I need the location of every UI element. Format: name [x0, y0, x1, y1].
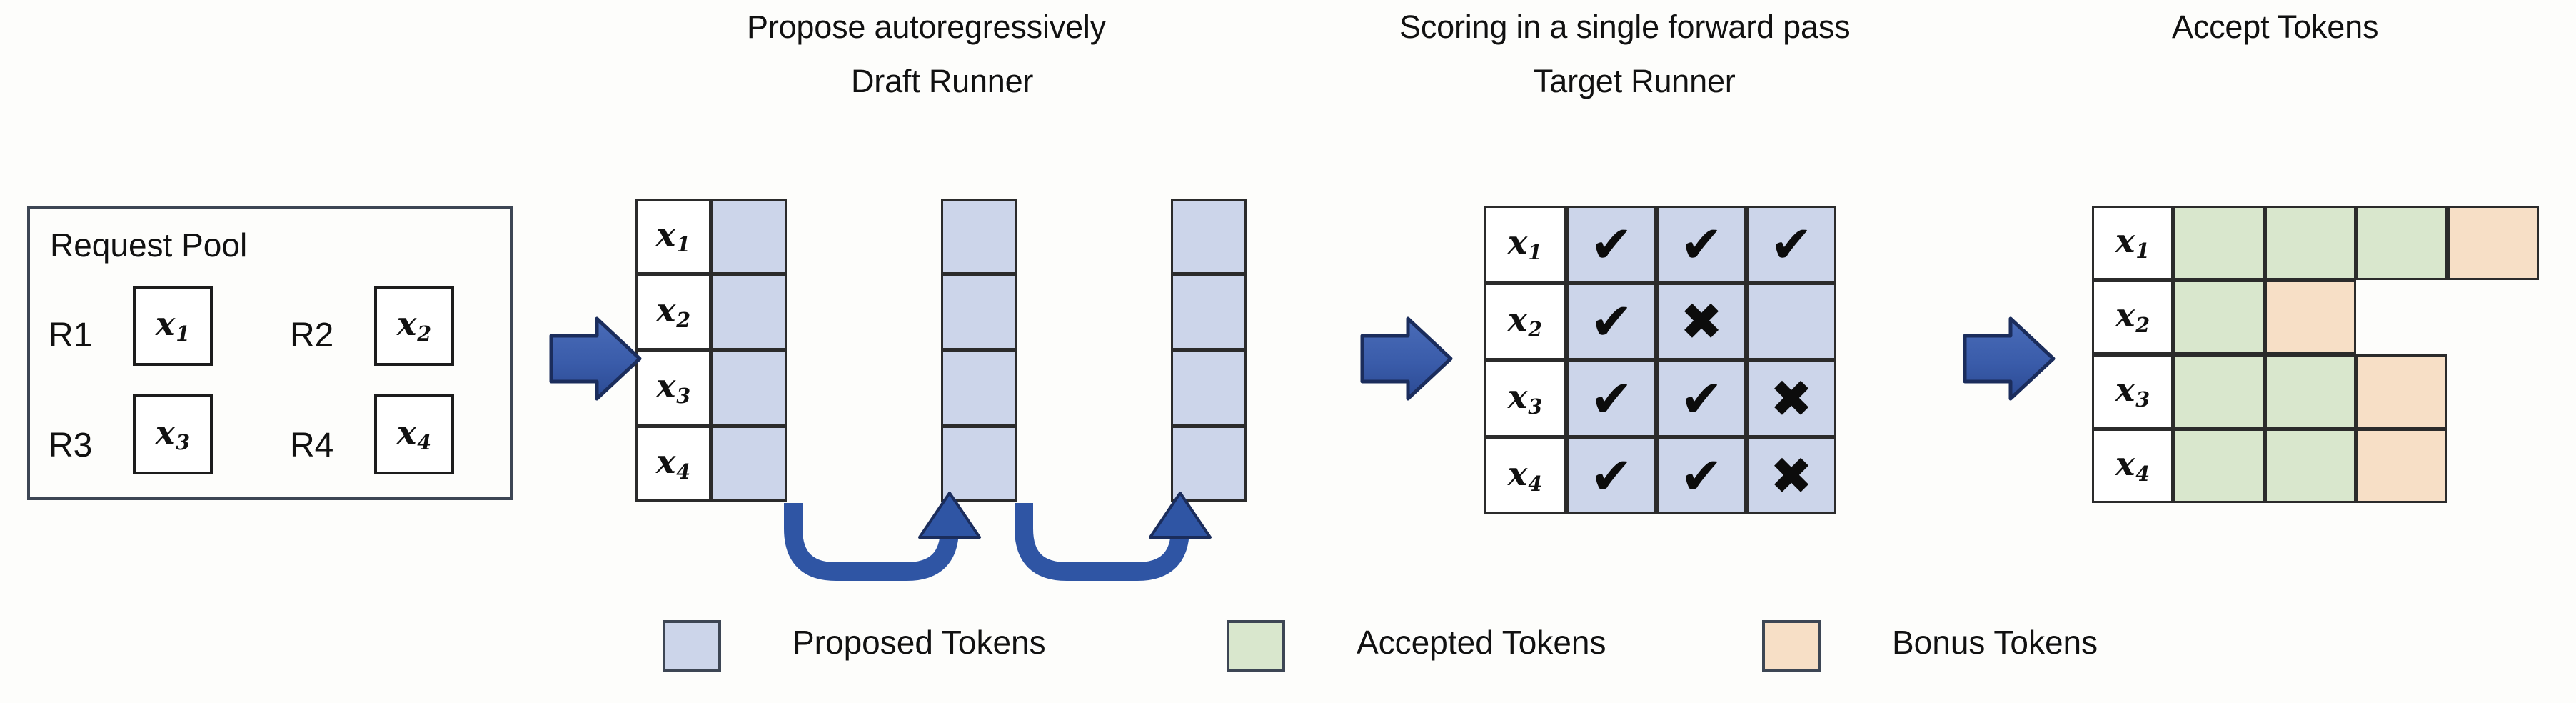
accept-cell-r2-c2-bonus — [2265, 280, 2356, 354]
draft-cell-s1-r2 — [711, 274, 787, 350]
accept-cell-r1-c2 — [2265, 206, 2356, 280]
draft-cell-s2-r1 — [941, 199, 1017, 274]
accept-cell-r1-c3 — [2356, 206, 2447, 280]
draft-row-label-x2: x2 — [635, 274, 711, 350]
heading-accept-tokens: Accept Tokens — [2172, 9, 2379, 45]
accept-row-label-x3: x3 — [2092, 354, 2173, 429]
heading-target-runner: Target Runner — [1534, 63, 1736, 99]
target-cell-r1-c2: ✔ — [1656, 206, 1746, 283]
autoregressive-loop-arrow-2 — [1015, 492, 1212, 581]
request-token-box-r1: x1 — [133, 286, 213, 366]
target-cell-r3-c1: ✔ — [1566, 360, 1656, 437]
target-cell-r2-c2: ✖ — [1656, 283, 1746, 360]
draft-cell-s2-r2 — [941, 274, 1017, 350]
draft-row-label-x1: x1 — [635, 199, 711, 274]
check-icon: ✔ — [1679, 369, 1724, 429]
accept-cell-r3-c1 — [2173, 354, 2265, 429]
accept-row-label-x2: x2 — [2092, 280, 2173, 354]
legend-label-accepted: Accepted Tokens — [1357, 624, 1606, 661]
target-cell-r2-c3 — [1746, 283, 1836, 360]
check-icon: ✔ — [1679, 446, 1724, 506]
target-cell-r1-c3: ✔ — [1746, 206, 1836, 283]
accept-cell-r4-c2 — [2265, 429, 2356, 503]
draft-cell-s1-r3 — [711, 350, 787, 426]
check-icon: ✔ — [1589, 369, 1634, 429]
flow-arrow-3 — [1963, 316, 2056, 401]
target-row-label-x3: x3 — [1484, 360, 1566, 437]
target-cell-r4-c2: ✔ — [1656, 437, 1746, 514]
target-cell-r1-c1: ✔ — [1566, 206, 1656, 283]
draft-cell-s3-r3 — [1171, 350, 1247, 426]
token-x4: x4 — [396, 413, 432, 455]
draft-cell-s3-r2 — [1171, 274, 1247, 350]
token-x3: x3 — [155, 413, 191, 455]
accept-cell-r2-c1 — [2173, 280, 2265, 354]
token-x2: x2 — [396, 304, 432, 346]
draft-cell-s3-r4 — [1171, 426, 1247, 502]
draft-row-label-x3: x3 — [635, 350, 711, 426]
heading-draft-runner: Draft Runner — [851, 63, 1034, 99]
draft-cell-s2-r4 — [941, 426, 1017, 502]
check-icon: ✔ — [1589, 446, 1634, 506]
request-label-r1: R1 — [49, 316, 93, 354]
cross-icon: ✖ — [1679, 291, 1724, 352]
accept-row-label-x1: x1 — [2092, 206, 2173, 280]
token-x1: x1 — [155, 304, 191, 346]
target-row-label-x1: x1 — [1484, 206, 1566, 283]
cross-icon: ✖ — [1769, 369, 1813, 429]
request-token-box-r4: x4 — [374, 394, 454, 474]
legend-label-bonus: Bonus Tokens — [1892, 624, 2098, 661]
target-cell-r3-c2: ✔ — [1656, 360, 1746, 437]
target-row-label-x4: x4 — [1484, 437, 1566, 514]
draft-row-label-x4: x4 — [635, 426, 711, 502]
request-token-box-r2: x2 — [374, 286, 454, 366]
request-token-box-r3: x3 — [133, 394, 213, 474]
request-pool-title: Request Pool — [50, 226, 248, 264]
check-icon: ✔ — [1589, 291, 1634, 352]
draft-cell-s1-r1 — [711, 199, 787, 274]
target-cell-r3-c3: ✖ — [1746, 360, 1836, 437]
accept-cell-r4-c1 — [2173, 429, 2265, 503]
accept-cell-r1-c4-bonus — [2447, 206, 2539, 280]
target-cell-r2-c1: ✔ — [1566, 283, 1656, 360]
draft-cell-s2-r3 — [941, 350, 1017, 426]
draft-cell-s1-r4 — [711, 426, 787, 502]
legend-label-proposed: Proposed Tokens — [793, 624, 1046, 661]
accept-cell-r3-c3-bonus — [2356, 354, 2447, 429]
target-cell-r4-c3: ✖ — [1746, 437, 1836, 514]
request-label-r2: R2 — [290, 316, 334, 354]
draft-cell-s3-r1 — [1171, 199, 1247, 274]
flow-arrow-1 — [549, 316, 642, 401]
request-label-r3: R3 — [49, 427, 93, 464]
heading-scoring-single-forward-pass: Scoring in a single forward pass — [1399, 9, 1851, 45]
legend-swatch-accepted — [1227, 620, 1285, 672]
flow-arrow-2 — [1360, 316, 1453, 401]
target-row-label-x2: x2 — [1484, 283, 1566, 360]
accept-cell-r1-c1 — [2173, 206, 2265, 280]
check-icon: ✔ — [1679, 214, 1724, 274]
accept-cell-r3-c2 — [2265, 354, 2356, 429]
check-icon: ✔ — [1589, 214, 1634, 274]
request-label-r4: R4 — [290, 427, 334, 464]
legend-swatch-bonus — [1762, 620, 1821, 672]
autoregressive-loop-arrow-1 — [784, 492, 981, 581]
heading-propose-autoregressively: Propose autoregressively — [747, 9, 1106, 45]
accept-row-label-x4: x4 — [2092, 429, 2173, 503]
accept-cell-r4-c3-bonus — [2356, 429, 2447, 503]
check-icon: ✔ — [1769, 214, 1813, 274]
cross-icon: ✖ — [1769, 446, 1813, 506]
legend-swatch-proposed — [663, 620, 721, 672]
target-cell-r4-c1: ✔ — [1566, 437, 1656, 514]
